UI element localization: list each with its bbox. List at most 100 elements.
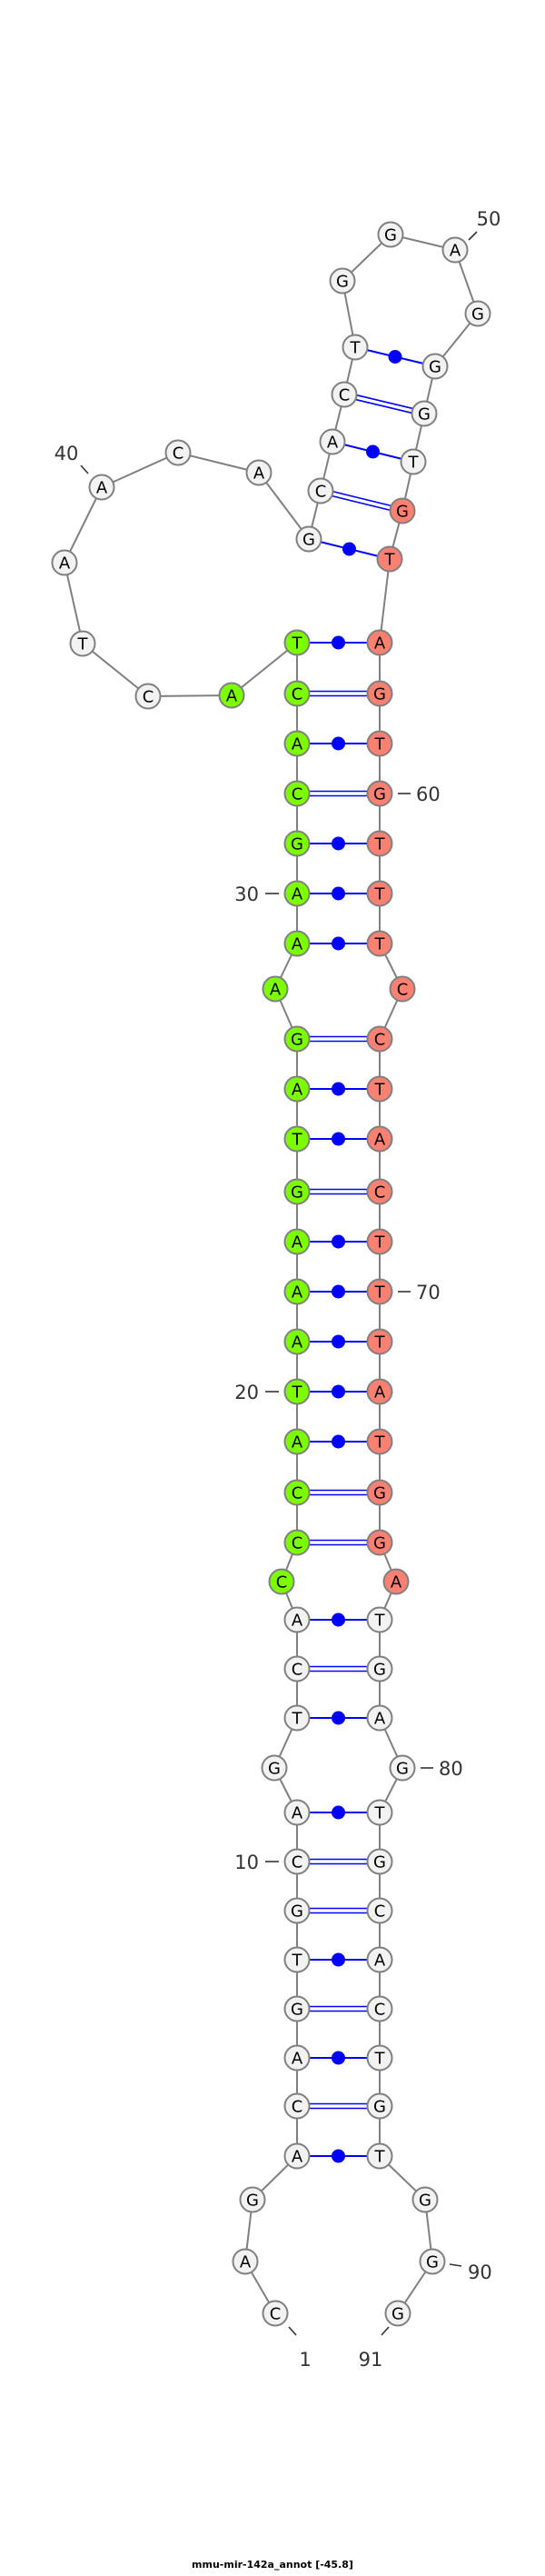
position-label-40: 40 <box>54 443 89 474</box>
base-pair-43-56 <box>320 541 379 557</box>
nucleotide-letter: T <box>374 835 386 854</box>
nucleotide-27: G <box>283 1025 311 1053</box>
nucleotide-circle <box>366 930 393 957</box>
nucleotide-circle <box>88 474 115 501</box>
nucleotide-circle <box>366 1378 393 1405</box>
base-pair-15-77 <box>309 1612 368 1627</box>
label-text: 80 <box>439 1758 463 1780</box>
nucleotide-letter: T <box>408 454 420 473</box>
nucleotide-letter: A <box>253 464 265 484</box>
position-label-20: 20 <box>234 1382 279 1403</box>
base-pair-33-59 <box>309 736 368 751</box>
nucleotide-circle <box>69 630 96 657</box>
nucleotide-75: G <box>366 1529 393 1556</box>
nucleotide-circle <box>389 497 416 524</box>
structure-title: mmu-mir-142a_annot [-45.8] <box>192 2559 353 2571</box>
nucleotide-circle <box>331 381 358 408</box>
nucleotide-circle <box>51 549 78 576</box>
nucleotide-circle <box>283 830 311 857</box>
nucleotide-70: T <box>366 1278 393 1305</box>
nucleotide-letter: G <box>426 2253 439 2272</box>
nucleotide-letter: G <box>373 685 386 704</box>
position-label-90: 90 <box>449 2261 492 2283</box>
nucleotide-81: T <box>366 1799 393 1826</box>
nucleotide-44: C <box>307 477 334 504</box>
backbone-segment <box>147 694 233 697</box>
bond-dot <box>332 1082 345 1096</box>
position-label-50: 50 <box>468 208 501 241</box>
nucleotide-5: C <box>283 2092 311 2120</box>
nucleotide-letter: C <box>339 386 351 405</box>
nucleotide-circle <box>366 1799 393 1826</box>
nucleotide-circle <box>464 300 491 327</box>
nucleotide-letter: C <box>374 1031 386 1050</box>
backbone-segment <box>177 452 260 474</box>
bond-dot <box>332 1434 345 1449</box>
nucleotide-31: G <box>283 830 311 857</box>
nucleotide-letter: A <box>374 634 386 654</box>
nucleotide-circle <box>283 880 311 907</box>
nucleotide-83: C <box>366 1897 393 1924</box>
nucleotide-letter: T <box>374 885 386 904</box>
base-pair-7-85 <box>309 2005 368 2012</box>
nucleotide-letter: T <box>374 735 386 754</box>
nucleotide-letter: T <box>374 1433 386 1453</box>
nucleotide-41: C <box>164 439 192 466</box>
nucleotide-11: A <box>283 1799 311 1826</box>
nucleotide-circle <box>377 221 404 248</box>
nucleotide-72: A <box>366 1378 393 1405</box>
label-tick <box>449 2263 462 2267</box>
nucleotide-letter: G <box>291 2001 303 2020</box>
nucleotide-59: T <box>366 730 393 757</box>
nucleotide-letter: C <box>292 1853 303 1872</box>
nucleotide-letter: T <box>292 1710 303 1729</box>
nucleotide-circle <box>366 1178 393 1205</box>
nucleotide-letter: C <box>292 2098 303 2117</box>
nucleotide-letter: G <box>419 2192 431 2211</box>
nucleotide-78: G <box>366 1655 393 1682</box>
bond-dot <box>366 444 380 459</box>
bond-dot <box>332 1284 345 1299</box>
nucleotide-letter: G <box>336 273 349 292</box>
nucleotide-letter: T <box>292 634 303 654</box>
nucleotide-57: A <box>366 629 393 656</box>
nucleotide-letter: T <box>374 935 386 954</box>
nucleotide-letter: C <box>374 1902 386 1922</box>
nucleotide-circle <box>366 1228 393 1255</box>
nucleotide-letter: T <box>374 1804 386 1823</box>
nucleotide-26: A <box>283 1075 311 1103</box>
bond-dot <box>332 1711 345 1725</box>
nucleotide-circle <box>283 1479 311 1506</box>
nucleotide-16: C <box>268 1568 295 1595</box>
nucleotide-letter: A <box>292 735 303 754</box>
base-pair-34-58 <box>309 690 368 697</box>
nucleotide-64: C <box>389 975 416 1003</box>
position-label-70: 70 <box>398 1282 441 1303</box>
nucleotide-32: C <box>283 780 311 807</box>
base-pair-8-84 <box>309 1952 368 1967</box>
nucleotide-34: C <box>283 680 311 707</box>
nucleotide-circle <box>366 780 393 807</box>
nucleotide-62: T <box>366 880 393 907</box>
nucleotide-circle <box>366 830 393 857</box>
nucleotide-circle <box>366 1529 393 1556</box>
nucleotide-circle <box>262 975 289 1003</box>
nucleotide-19: A <box>283 1428 311 1455</box>
nucleotide-letter: A <box>292 1433 303 1453</box>
bond-dot <box>388 350 402 364</box>
nucleotide-letter: G <box>291 1183 303 1203</box>
nucleotide-circle <box>283 1704 311 1732</box>
nucleotide-25: T <box>283 1125 311 1153</box>
nucleotide-30: A <box>283 880 311 907</box>
nucleotide-69: T <box>366 1228 393 1255</box>
nucleotide-circle <box>366 1655 393 1682</box>
nucleotide-circle <box>283 1378 311 1405</box>
base-pair-47-52 <box>366 349 424 364</box>
nucleotide-circle <box>366 1075 393 1103</box>
nucleotide-letter: C <box>292 1534 303 1553</box>
bond-dot <box>332 1334 345 1349</box>
label-text: 50 <box>477 208 501 230</box>
nucleotide-61: T <box>366 830 393 857</box>
nucleotide-47: T <box>342 334 369 361</box>
nucleotide-77: T <box>366 1606 393 1633</box>
